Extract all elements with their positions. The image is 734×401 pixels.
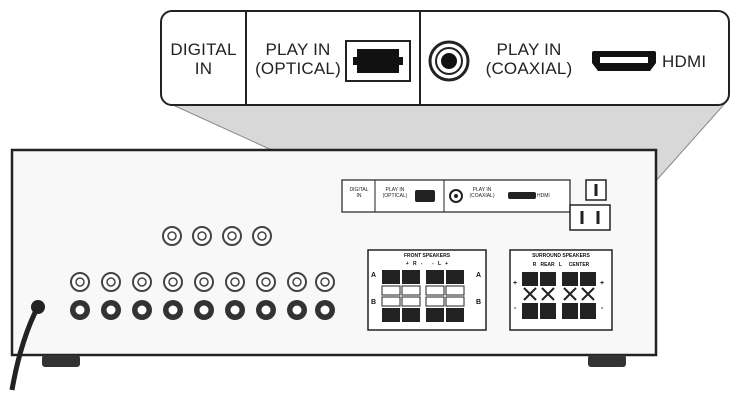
- optical-port-icon: [345, 40, 411, 82]
- mini-optical-label: PLAY IN (OPTICAL): [376, 187, 414, 199]
- hdmi-label: HDMI: [662, 52, 707, 71]
- mini-hdmi-label: HDMI: [537, 193, 550, 199]
- callout-divider-2: [419, 12, 421, 104]
- callout-divider-1: [245, 12, 247, 104]
- mini-coaxial-line2: (COAXIAL): [469, 193, 495, 199]
- digital-in-line2: IN: [194, 59, 213, 78]
- coaxial-label: PLAY IN (COAXIAL): [474, 40, 584, 78]
- coaxial-port-icon: [428, 40, 470, 82]
- surround-plus-left: +: [513, 280, 518, 287]
- rca-top-row: [162, 226, 272, 246]
- surround-speakers-title: SURROUND SPEAKERS: [532, 253, 590, 259]
- mini-digital-in-line1: DIGITAL: [349, 187, 369, 193]
- mini-coaxial-label: PLAY IN (COAXIAL): [462, 187, 502, 199]
- mini-optical-port: [415, 190, 435, 202]
- front-row-b-right: B: [476, 299, 482, 306]
- mini-optical-line2: (OPTICAL): [382, 193, 408, 199]
- surround-minus-left: -: [514, 305, 517, 312]
- foot-right: [588, 355, 626, 367]
- coaxial-line1: PLAY IN: [496, 40, 562, 59]
- front-row-b-left: B: [371, 299, 377, 306]
- mini-coaxial-line1: PLAY IN: [472, 187, 492, 193]
- optical-line1: PLAY IN: [265, 40, 331, 59]
- coaxial-line2: (COAXIAL): [485, 59, 573, 78]
- mini-digital-in-label: DIGITAL IN: [343, 187, 375, 199]
- foot-left: [42, 355, 80, 367]
- optical-label: PLAY IN (OPTICAL): [250, 40, 346, 78]
- front-speaker-terminals: [381, 270, 465, 322]
- front-row-a-right: A: [476, 272, 482, 279]
- rca-middle-row: [70, 272, 335, 292]
- surround-plus-right: +: [600, 280, 605, 287]
- surround-minus-right: -: [601, 305, 604, 312]
- mini-optical-line1: PLAY IN: [385, 187, 405, 193]
- front-speakers-title: FRONT SPEAKERS: [403, 253, 451, 259]
- digital-in-label: DIGITAL IN: [162, 40, 245, 78]
- mini-digital-in-line2: IN: [356, 193, 362, 199]
- callout-panel: DIGITAL IN PLAY IN (OPTICAL) PLAY IN (CO…: [160, 10, 730, 106]
- digital-in-line1: DIGITAL: [170, 40, 237, 59]
- front-speakers-polarity: + R - - L +: [405, 261, 449, 267]
- rca-bottom-row: [70, 300, 335, 320]
- surround-speaker-terminals: [522, 272, 596, 319]
- surround-speakers-subtitle: R REAR L CENTER: [532, 262, 590, 268]
- hdmi-port-icon: [592, 51, 656, 71]
- front-row-a-left: A: [371, 272, 377, 279]
- optical-line2: (OPTICAL): [255, 59, 341, 78]
- mini-hdmi-port: [508, 192, 536, 199]
- ac-outlet-bottom: [569, 204, 611, 231]
- power-cable: [9, 305, 41, 391]
